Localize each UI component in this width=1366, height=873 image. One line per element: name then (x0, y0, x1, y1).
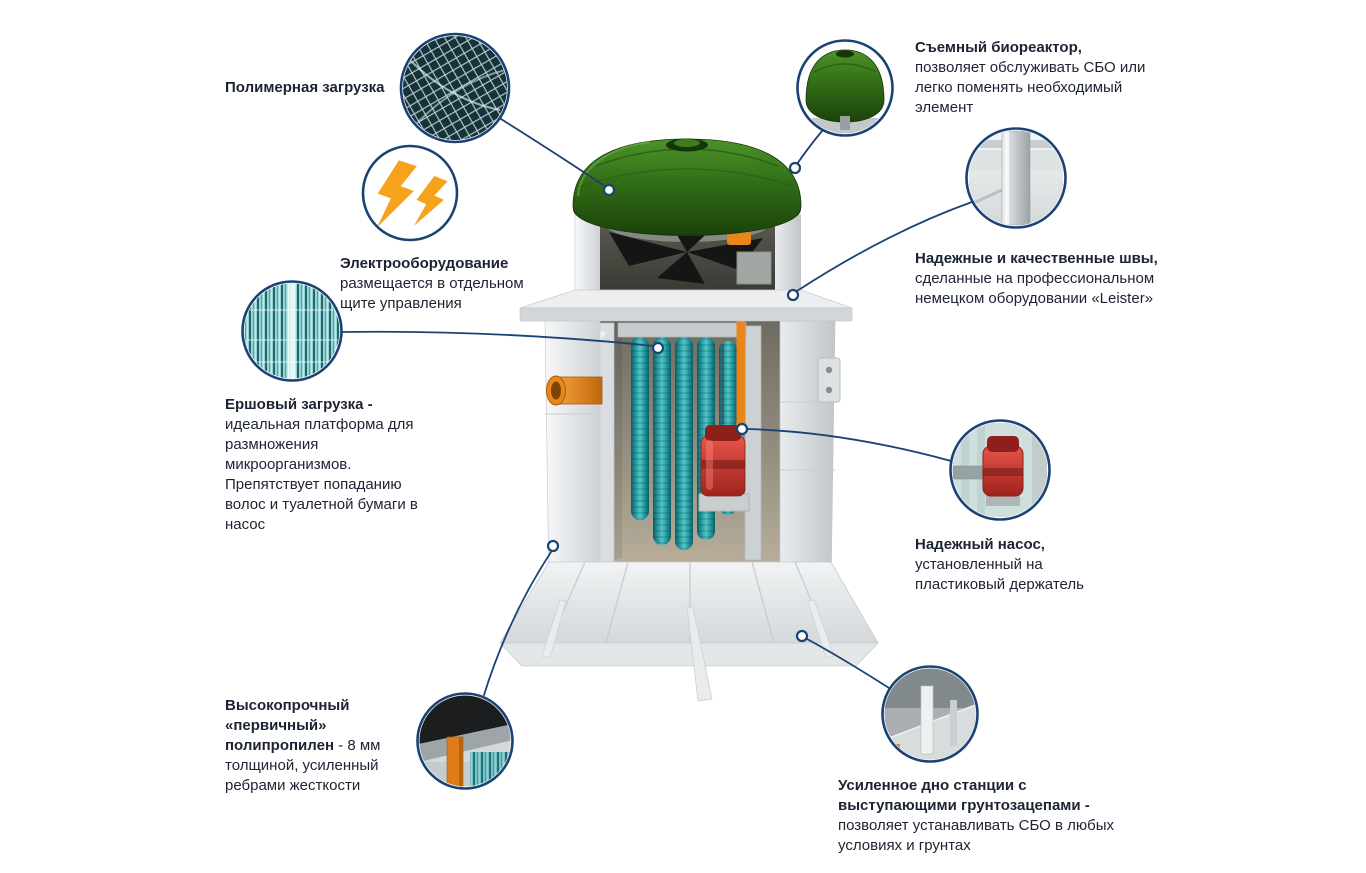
inlet-pipe (546, 375, 603, 406)
connector-dots (546, 161, 809, 643)
connector-polypropylene (483, 551, 552, 696)
callout-circle-seams (965, 127, 1067, 229)
callout-body: - 8 мм толщиной, усиленный ребрами жестк… (225, 736, 381, 794)
base-ribs (548, 561, 830, 644)
neck-right (775, 214, 801, 302)
connector-seams (796, 201, 973, 292)
reinforced-bottom-icon (884, 668, 976, 760)
internal-box (736, 251, 772, 285)
callout-circle-polymer (399, 32, 511, 144)
callout-text-polypropylene: Высокопрочный «первичный» полипропилен -… (225, 696, 400, 796)
brush-strands-icon (244, 283, 340, 379)
callout-title: Электрооборудование (340, 255, 509, 272)
callout-body: идеальная платформа для размножения микр… (225, 415, 418, 533)
pump-assembly (698, 425, 750, 512)
mesh-texture-icon (403, 36, 507, 140)
connector-bottom (806, 638, 890, 689)
callout-text-pump: Надежный насос, установленный на пластик… (915, 535, 1135, 595)
connector-pump (747, 428, 952, 462)
connector-dot (651, 341, 665, 355)
connector-brush (341, 330, 655, 347)
neck-left (574, 213, 601, 303)
callout-text-bioreactor: Съемный биореактор, позволяет обслуживат… (915, 38, 1155, 118)
callout-circle-brush (241, 280, 343, 382)
green-lid (572, 138, 802, 236)
callout-body: установленный на пластиковый держатель (915, 555, 1084, 593)
callout-body: позволяет обслуживать СБО или легко поме… (915, 58, 1146, 116)
lightning-bolts-icon (376, 160, 448, 228)
shoulder-band (519, 307, 853, 322)
callout-circle-pump (949, 419, 1051, 521)
callout-circle-polypropylene (416, 692, 514, 790)
connector-lines (341, 118, 973, 696)
side-bracket (817, 357, 841, 403)
shoulder-top (519, 289, 853, 309)
connector-dot (735, 422, 749, 436)
callout-text-polymer: Полимерная загрузка (225, 78, 425, 98)
callout-title: Надежный насос, (915, 536, 1045, 553)
callout-title: Надежные и качественные швы, (915, 250, 1158, 267)
callout-title: Ершовый загрузка - (225, 396, 373, 413)
callout-text-electrical: Электрооборудование размещается в отдель… (340, 254, 530, 314)
callout-circle-bottom (881, 665, 979, 763)
callout-body: размещается в отдельном щите управления (340, 274, 524, 312)
callout-title: Съемный биореактор, (915, 39, 1082, 56)
callout-text-seams: Надежные и качественные швы, сделанные н… (915, 249, 1163, 309)
connector-dot (795, 629, 809, 643)
pump-cap (705, 425, 741, 441)
partition-right (744, 325, 762, 561)
callout-text-brush: Ершовый загрузка - идеальная платформа д… (225, 395, 437, 535)
callout-body: сделанные на профессиональном немецком о… (915, 269, 1155, 307)
red-pump-icon (952, 423, 1047, 517)
connector-dot (602, 183, 616, 197)
pump-holder (698, 493, 750, 512)
callout-body: позволяет устанавливать СБО в любых усло… (838, 816, 1115, 854)
connector-dot (788, 161, 802, 175)
callout-title: Высокопрочный «первичный» полипропилен (225, 697, 350, 754)
callout-circle-electrical (361, 144, 459, 242)
orange-fitting (727, 232, 751, 245)
connector-dot (786, 288, 800, 302)
callout-text-bottom: Усиленное дно станции с выступающими гру… (838, 776, 1138, 856)
callout-title: Полимерная загрузка (225, 79, 385, 96)
green-lid-icon (799, 42, 891, 134)
brush-hanger-bar (617, 322, 747, 338)
connector-polymer (500, 118, 607, 188)
station-illustration (499, 138, 879, 702)
callout-circle-bioreactor (796, 39, 894, 137)
base-plate (499, 642, 879, 667)
weld-seam-icon (968, 130, 1063, 226)
connector-dot (546, 539, 560, 553)
ground-anchor-fin (686, 606, 713, 702)
connector-bioreactor (796, 130, 823, 165)
reinforced-base (499, 561, 879, 702)
callout-title: Усиленное дно станции с выступающими гру… (838, 777, 1090, 814)
